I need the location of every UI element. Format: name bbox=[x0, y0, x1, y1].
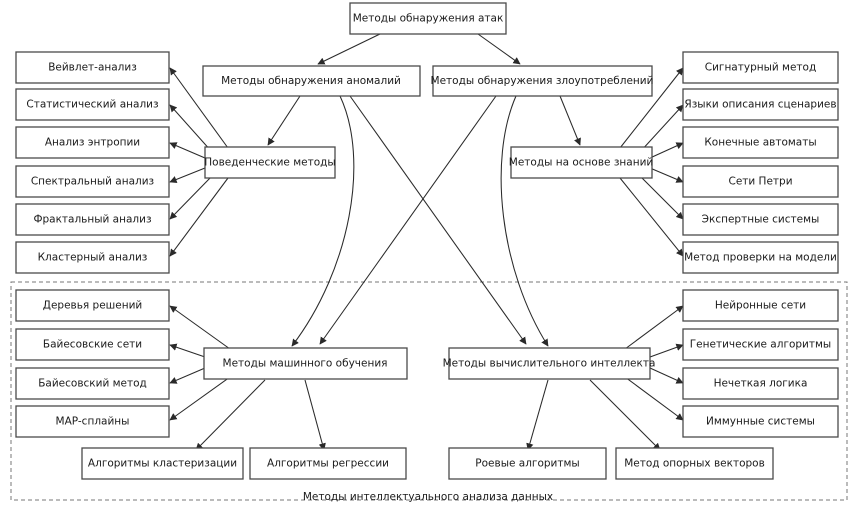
node-ml-item: MAP-сплайны bbox=[15, 405, 170, 438]
edge-ci-2 bbox=[649, 367, 684, 384]
edge-behavioral-1 bbox=[169, 104, 213, 153]
node-knowledge-label: Методы на основе знаний bbox=[509, 157, 653, 169]
edge-knowledge-1 bbox=[639, 104, 684, 153]
svg-text:Статистический анализ: Статистический анализ bbox=[26, 99, 158, 111]
edge-ci-bottom-0 bbox=[526, 379, 549, 451]
node-ml-bottom: Алгоритмы кластеризации bbox=[81, 447, 244, 480]
edge-anomaly-ci bbox=[349, 95, 527, 345]
svg-text:Сети Петри: Сети Петри bbox=[728, 176, 792, 188]
node-knowledge-item: Языки описания сценариев bbox=[682, 88, 839, 121]
node-ml-label: Методы машинного обучения bbox=[223, 358, 388, 370]
node-root: Методы обнаружения атак bbox=[349, 2, 507, 35]
edge-ci-bottom-1 bbox=[589, 379, 661, 451]
node-ml-item: Байесовские сети bbox=[15, 328, 170, 361]
svg-text:Байесовский метод: Байесовский метод bbox=[38, 378, 147, 390]
edge-ci-0 bbox=[624, 305, 684, 350]
edge-misuse-ci bbox=[500, 95, 549, 347]
svg-text:Кластерный анализ: Кластерный анализ bbox=[38, 252, 148, 264]
edge-root-misuse bbox=[477, 33, 521, 65]
node-ci-label: Методы вычислительного интеллекта bbox=[443, 358, 656, 370]
edge-knowledge-4 bbox=[639, 175, 684, 220]
edge-ml-3 bbox=[169, 376, 231, 421]
svg-text:Метод проверки на модели: Метод проверки на модели bbox=[684, 252, 837, 264]
node-knowledge-item: Конечные автоматы bbox=[682, 126, 839, 159]
edge-behavioral-3 bbox=[169, 167, 206, 183]
node-anomaly-label: Методы обнаружения аномалий bbox=[221, 75, 401, 87]
svg-text:Конечные автоматы: Конечные автоматы bbox=[704, 137, 816, 149]
edge-ci-3 bbox=[624, 376, 684, 421]
svg-text:MAP-сплайны: MAP-сплайны bbox=[56, 416, 130, 428]
node-behavioral-item: Кластерный анализ bbox=[15, 241, 170, 274]
edge-knowledge-0 bbox=[619, 67, 684, 149]
node-knowledge-item: Метод проверки на модели bbox=[682, 241, 839, 274]
edge-behavioral-0 bbox=[169, 67, 229, 149]
svg-text:Иммунные системы: Иммунные системы bbox=[706, 416, 815, 428]
svg-text:Метод опорных векторов: Метод опорных векторов bbox=[624, 458, 765, 470]
node-ml-bottom: Алгоритмы регрессии bbox=[249, 447, 407, 480]
svg-text:Генетические алгоритмы: Генетические алгоритмы bbox=[690, 339, 831, 351]
svg-text:Роевые алгоритмы: Роевые алгоритмы bbox=[475, 458, 579, 470]
svg-text:Байесовские сети: Байесовские сети bbox=[43, 339, 142, 351]
node-anomaly: Методы обнаружения аномалий bbox=[202, 65, 421, 97]
data-mining-group-frame bbox=[10, 281, 848, 501]
svg-text:Языки описания сценариев: Языки описания сценариев bbox=[684, 99, 836, 111]
node-ml: Методы машинного обучения bbox=[203, 347, 408, 380]
node-root-label: Методы обнаружения атак bbox=[353, 13, 504, 25]
node-behavioral-item: Вейвлет-анализ bbox=[15, 51, 170, 84]
svg-text:Анализ энтропии: Анализ энтропии bbox=[45, 137, 140, 149]
node-behavioral-item: Спектральный анализ bbox=[15, 165, 170, 198]
node-knowledge-item: Сигнатурный метод bbox=[682, 51, 839, 84]
svg-text:Вейвлет-анализ: Вейвлет-анализ bbox=[48, 62, 137, 74]
svg-text:Нейронные сети: Нейронные сети bbox=[715, 300, 806, 312]
edge-root-anomaly bbox=[317, 33, 381, 65]
edge-ml-bottom-1 bbox=[304, 379, 326, 451]
node-ci-item: Генетические алгоритмы bbox=[682, 328, 839, 361]
edge-misuse-ml bbox=[319, 95, 497, 345]
node-behavioral: Поведенческие методы bbox=[204, 146, 336, 179]
node-behavioral-item: Фрактальный анализ bbox=[15, 203, 170, 236]
edge-ml-0 bbox=[169, 305, 231, 350]
node-knowledge: Методы на основе знаний bbox=[509, 146, 653, 179]
edge-ml-2 bbox=[169, 367, 206, 384]
edge-behavioral-4 bbox=[169, 175, 213, 220]
svg-text:Алгоритмы регрессии: Алгоритмы регрессии bbox=[267, 458, 389, 470]
node-ci: Методы вычислительного интеллекта bbox=[443, 347, 656, 380]
edge-knowledge-3 bbox=[649, 167, 684, 183]
edge-anomaly-behavioral bbox=[267, 95, 301, 146]
node-ci-item: Нечеткая логика bbox=[682, 367, 839, 400]
svg-text:Сигнатурный метод: Сигнатурный метод bbox=[705, 62, 816, 74]
node-ml-item: Байесовский метод bbox=[15, 367, 170, 400]
node-behavioral-item: Статистический анализ bbox=[15, 88, 170, 121]
node-knowledge-item: Сети Петри bbox=[682, 165, 839, 198]
node-knowledge-item: Экспертные системы bbox=[682, 203, 839, 236]
data-mining-group-label: Методы интеллектуального анализа данных bbox=[303, 491, 553, 503]
svg-text:Алгоритмы кластеризации: Алгоритмы кластеризации bbox=[88, 458, 237, 470]
svg-text:Деревья решений: Деревья решений bbox=[43, 300, 143, 312]
node-ci-item: Иммунные системы bbox=[682, 405, 839, 438]
svg-text:Спектральный анализ: Спектральный анализ bbox=[31, 176, 154, 188]
edge-ml-bottom-0 bbox=[195, 379, 266, 451]
svg-text:Фрактальный анализ: Фрактальный анализ bbox=[33, 214, 151, 226]
node-behavioral-item: Анализ энтропии bbox=[15, 126, 170, 159]
edge-behavioral-2 bbox=[169, 142, 206, 159]
edge-misuse-knowledge bbox=[559, 95, 581, 146]
edge-ci-1 bbox=[649, 343, 684, 358]
node-misuse-label: Методы обнаружения злоупотреблений bbox=[431, 75, 654, 87]
node-misuse: Методы обнаружения злоупотреблений bbox=[431, 65, 654, 97]
edge-ml-1 bbox=[169, 343, 206, 358]
edges bbox=[169, 33, 684, 451]
svg-text:Экспертные системы: Экспертные системы bbox=[702, 214, 820, 226]
node-ci-item: Нейронные сети bbox=[682, 289, 839, 322]
node-behavioral-label: Поведенческие методы bbox=[204, 157, 335, 169]
node-ci-bottom: Метод опорных векторов bbox=[615, 447, 774, 480]
edge-anomaly-ml bbox=[291, 95, 355, 347]
edge-behavioral-5 bbox=[169, 177, 229, 257]
svg-text:Нечеткая логика: Нечеткая логика bbox=[714, 378, 808, 390]
node-ml-item: Деревья решений bbox=[15, 289, 170, 322]
edge-knowledge-2 bbox=[649, 142, 684, 159]
edge-knowledge-5 bbox=[619, 177, 684, 257]
node-ci-bottom: Роевые алгоритмы bbox=[448, 447, 607, 480]
